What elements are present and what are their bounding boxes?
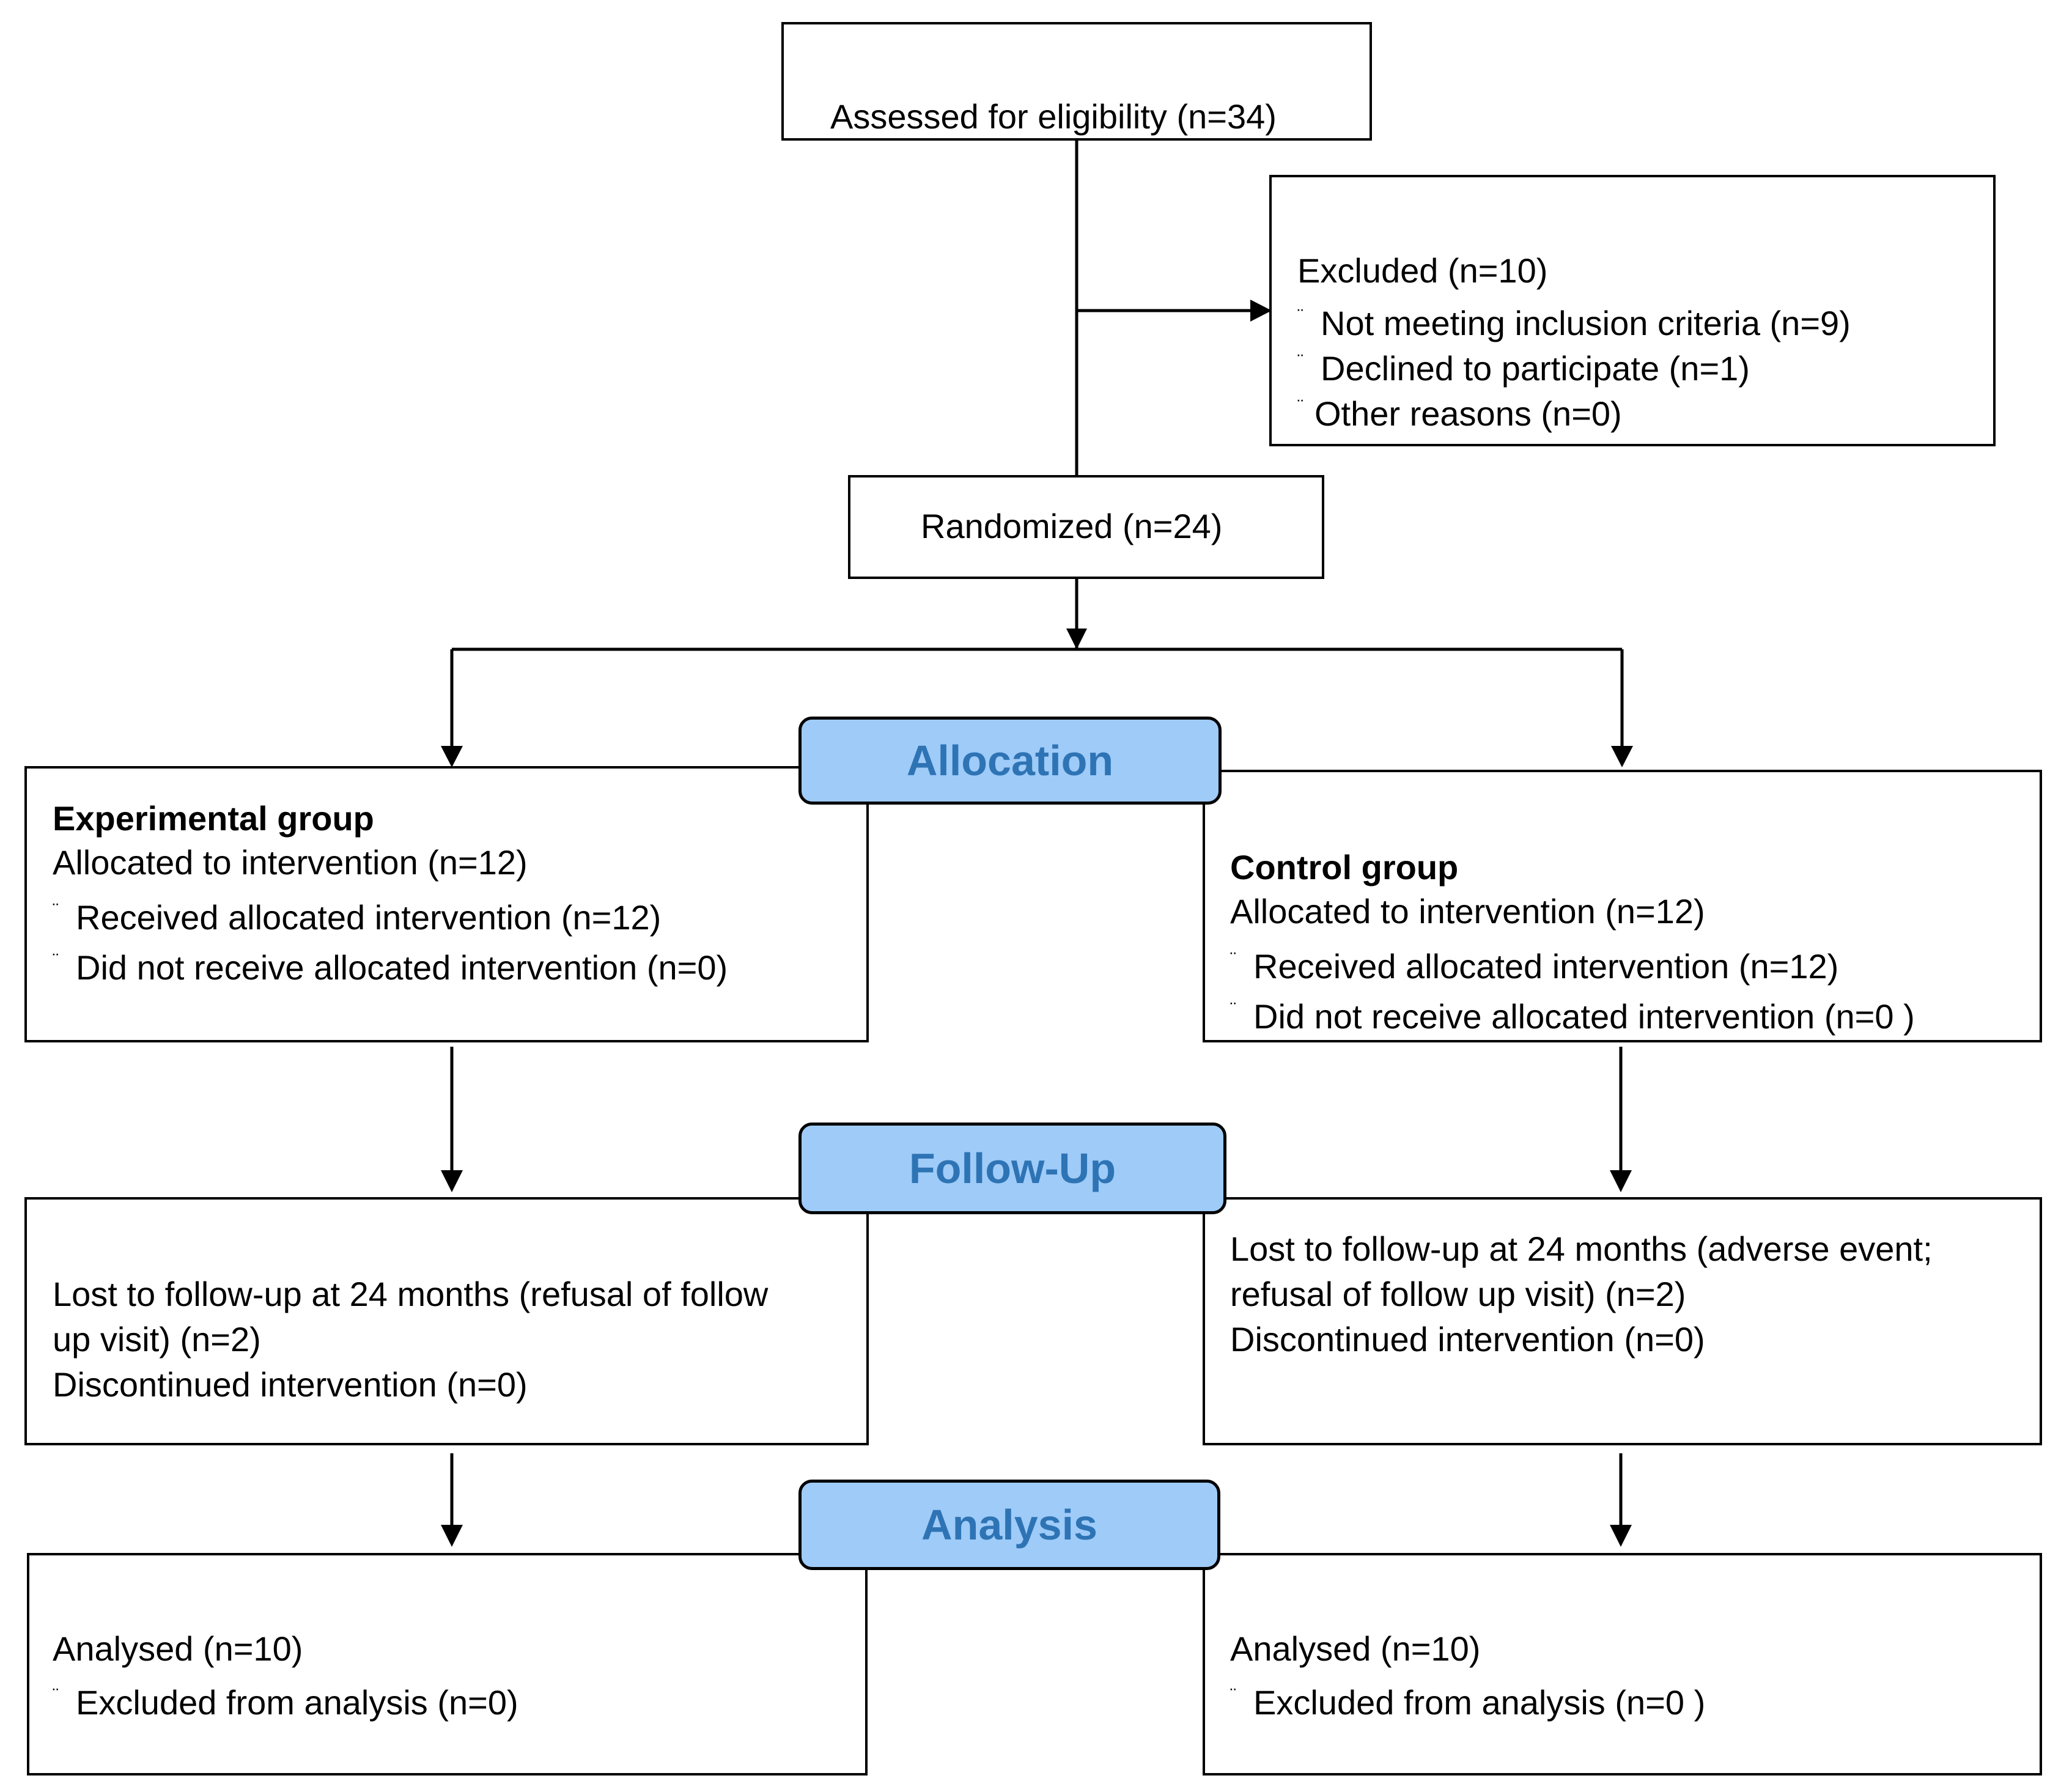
experimental-allocated-line: Allocated to intervention (n=12) (53, 843, 528, 882)
randomized-label: Randomized (n=24) (921, 507, 1223, 545)
experimental-analysis-item: ¨Excluded from analysis (n=0) (53, 1683, 518, 1722)
control-followup-line: Lost to follow-up at 24 months (adverse … (1230, 1230, 1933, 1268)
experimental-analysed-line: Analysed (n=10) (53, 1629, 303, 1668)
control-followup-box (1203, 1197, 2042, 1445)
bullet-icon: ¨ (1230, 999, 1236, 1019)
control-analysis-item: ¨Excluded from analysis (n=0 ) (1230, 1683, 1706, 1722)
experimental-allocation-item: ¨Did not receive allocated intervention … (53, 948, 728, 987)
arrowhead-excluded (1250, 300, 1272, 322)
control-analysis-box (1203, 1553, 2042, 1775)
experimental-followup-line: up visit) (n=2) (53, 1320, 261, 1359)
arrowhead-experimental-analysis (441, 1525, 463, 1547)
control-followup-line: refusal of follow up visit) (n=2) (1230, 1275, 1686, 1313)
excluded-item: ¨Other reasons (n=0) (1297, 394, 1622, 433)
bullet-icon: ¨ (1297, 306, 1303, 326)
control-allocation-item: ¨Did not receive allocated intervention … (1230, 997, 1915, 1036)
excluded-title: Excluded (n=10) (1297, 251, 1548, 290)
arrowhead-experimental-followup (441, 1170, 463, 1192)
experimental-followup-line: Discontinued intervention (n=0) (53, 1365, 528, 1404)
arrowhead-control-followup (1610, 1170, 1632, 1192)
experimental-followup-line: Lost to follow-up at 24 months (refusal … (53, 1275, 769, 1313)
bullet-icon: ¨ (53, 950, 59, 970)
bullet-icon: ¨ (1297, 396, 1303, 416)
experimental-group-title: Experimental group (53, 799, 374, 838)
assessed-label: Assessed for eligibility (n=34) (830, 97, 1277, 136)
bullet-icon: ¨ (1230, 949, 1236, 969)
stage-allocation: Allocation (798, 717, 1222, 805)
bullet-icon: ¨ (1230, 1685, 1236, 1705)
control-allocation-box (1203, 770, 2042, 1042)
arrowhead-split (1066, 629, 1087, 649)
arrowhead-control-analysis (1610, 1525, 1632, 1547)
experimental-allocation-box (24, 766, 869, 1042)
excluded-box (1269, 175, 1996, 446)
excluded-item: ¨Declined to participate (n=1) (1297, 349, 1750, 388)
control-allocated-line: Allocated to intervention (n=12) (1230, 892, 1705, 931)
bullet-icon: ¨ (53, 1685, 59, 1705)
stage-follow-up: Follow-Up (798, 1123, 1226, 1214)
stage-analysis: Analysis (798, 1480, 1220, 1570)
randomized-box (848, 475, 1324, 579)
arrowhead-experimental (441, 746, 463, 767)
excluded-item: ¨Not meeting inclusion criteria (n=9) (1297, 304, 1851, 342)
assessed-box (781, 22, 1372, 141)
control-allocation-item: ¨Received allocated intervention (n=12) (1230, 947, 1839, 986)
arrowhead-control (1611, 746, 1633, 767)
experimental-allocation-item: ¨Received allocated intervention (n=12) (53, 898, 662, 937)
control-group-title: Control group (1230, 848, 1459, 887)
bullet-icon: ¨ (53, 900, 59, 920)
experimental-analysis-box (27, 1553, 868, 1775)
bullet-icon: ¨ (1297, 351, 1303, 371)
control-analysed-line: Analysed (n=10) (1230, 1629, 1481, 1668)
control-followup-line: Discontinued intervention (n=0) (1230, 1320, 1705, 1359)
experimental-followup-box (24, 1197, 869, 1445)
